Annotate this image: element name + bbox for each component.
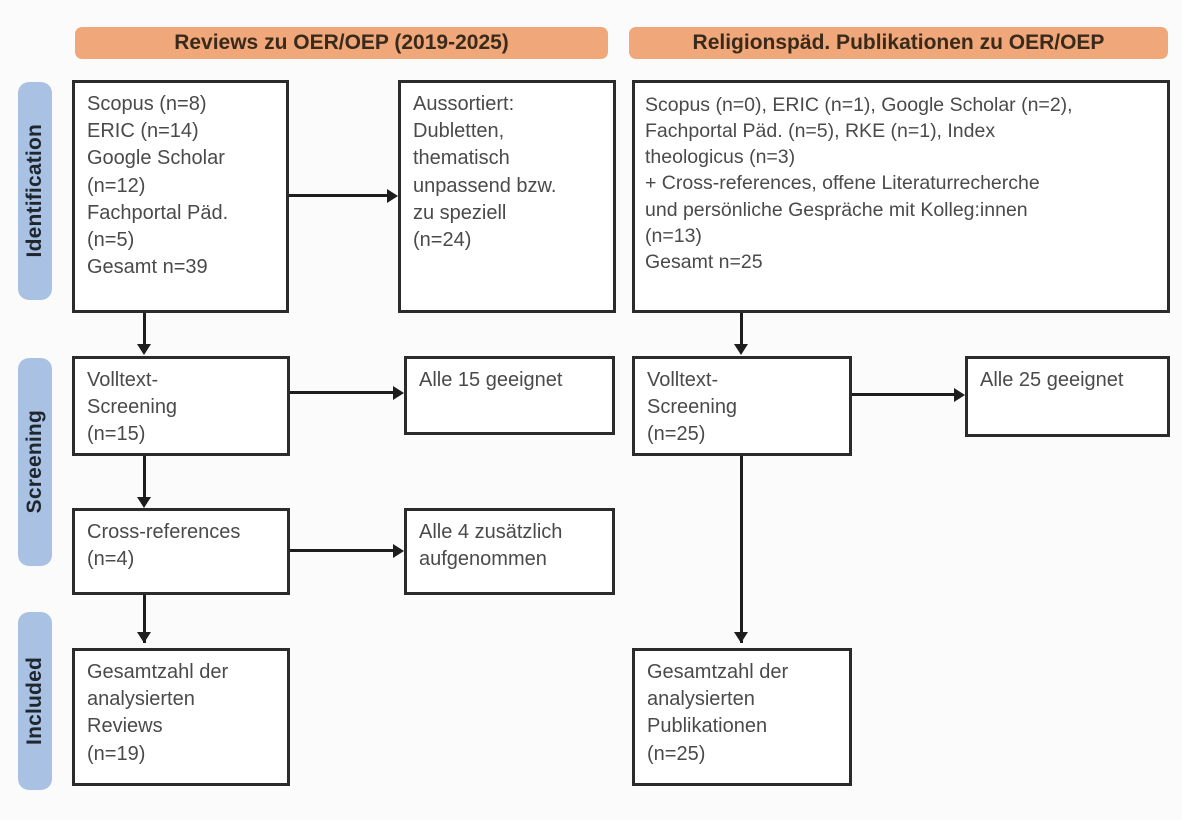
column-header-reviews: Reviews zu OER/OEP (2019-2025) (75, 27, 608, 59)
connector-right-screening-to-result (852, 393, 955, 396)
box-left-fulltext-result: Alle 15 geeignet (404, 356, 615, 435)
stage-pill-screening: Screening (18, 358, 52, 566)
box-left-cross-references-result: Alle 4 zusätzlich aufgenommen (404, 508, 615, 595)
connector-left-sources-to-excluded (289, 194, 387, 197)
box-left-fulltext-screening: Volltext- Screening (n=15) (72, 356, 290, 456)
arrowhead-right-screening-to-result (954, 388, 965, 402)
stage-pill-included: Included (18, 612, 52, 790)
stage-label-included: Included (23, 657, 46, 745)
box-right-fulltext-screening: Volltext- Screening (n=25) (632, 356, 852, 456)
box-left-included-total: Gesamtzahl der analysierten Reviews (n=1… (72, 648, 290, 786)
connector-left-sources-to-screening (143, 313, 146, 345)
box-right-identification-sources: Scopus (n=0), ERIC (n=1), Google Scholar… (632, 80, 1170, 313)
column-header-publikationen-label: Religionspäd. Publikationen zu OER/OEP (692, 31, 1105, 54)
box-left-identification-sources: Scopus (n=8) ERIC (n=14) Google Scholar … (72, 80, 289, 313)
arrowhead-left-sources-to-excluded (387, 189, 398, 203)
column-header-publikationen: Religionspäd. Publikationen zu OER/OEP (629, 27, 1168, 59)
connector-left-crossrefs-to-result (290, 549, 394, 552)
box-right-fulltext-result: Alle 25 geeignet (965, 356, 1170, 437)
arrowhead-left-screening-to-result (393, 386, 404, 400)
stage-label-identification: Identification (23, 124, 46, 258)
connector-left-screening-to-crossrefs (143, 456, 146, 498)
connector-right-sources-to-screening (740, 313, 743, 345)
arrowhead-right-sources-to-screening (734, 344, 748, 355)
box-left-cross-references: Cross-references (n=4) (72, 508, 290, 595)
box-left-excluded: Aussortiert: Dubletten, thematisch unpas… (398, 80, 616, 313)
connector-right-screening-to-included (740, 456, 743, 643)
arrowhead-right-screening-to-included (734, 632, 748, 643)
connector-left-screening-to-result (290, 391, 394, 394)
stage-label-screening: Screening (23, 410, 46, 514)
arrowhead-left-crossrefs-to-result (393, 544, 404, 558)
box-right-included-total: Gesamtzahl der analysierten Publikatione… (632, 648, 852, 786)
arrowhead-left-crossrefs-to-included (137, 632, 151, 643)
arrowhead-left-sources-to-screening (137, 344, 151, 355)
column-header-reviews-label: Reviews zu OER/OEP (2019-2025) (174, 31, 509, 54)
arrowhead-left-screening-to-crossrefs (137, 497, 151, 508)
stage-pill-identification: Identification (18, 82, 52, 300)
connector-left-crossrefs-to-included (143, 595, 146, 643)
